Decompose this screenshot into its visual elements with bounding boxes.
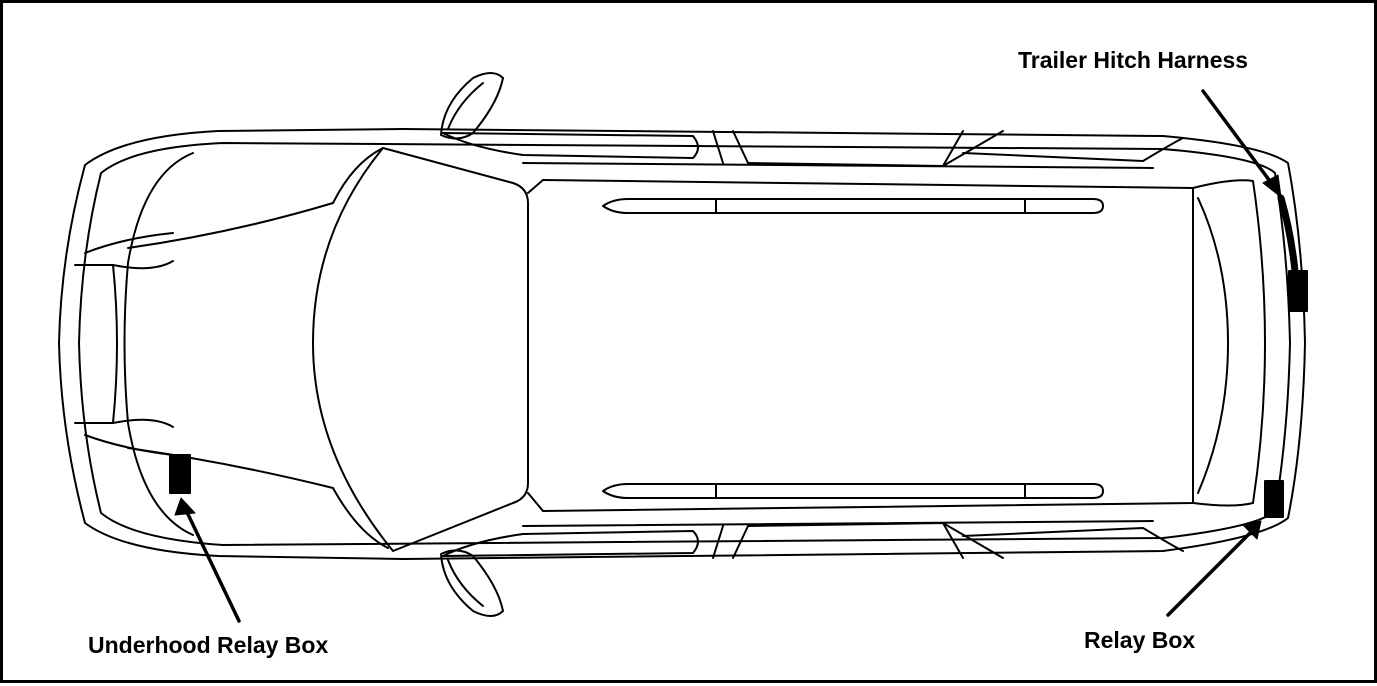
trailer-hitch-harness-connector: [1288, 270, 1308, 312]
side-window-top-mid: [712, 130, 749, 164]
roof-outline: [542, 179, 1194, 512]
mirror-top-inner: [447, 82, 484, 130]
rear-window: [1192, 179, 1266, 507]
roof-inner: [527, 179, 544, 512]
headlight-left: [112, 260, 174, 270]
mirror-top: [440, 72, 504, 140]
side-line-bottom: [522, 520, 1154, 527]
arrow-relay-box: [1166, 520, 1262, 617]
arrow-trailer-hitch-harness: [1201, 89, 1282, 198]
headlight-right: [112, 418, 174, 428]
side-line-top: [522, 162, 1154, 169]
arrow-underhood-relay-box: [174, 497, 241, 623]
relay-box-mark: [1264, 480, 1284, 518]
body-outline: [58, 128, 1306, 560]
body-inner-line: [78, 142, 1291, 546]
rear-glass-inner: [1197, 197, 1229, 494]
hood-crease-bottom: [127, 447, 389, 549]
roof-rail-bottom: [602, 483, 1104, 499]
mirror-bottom: [440, 549, 504, 617]
side-window-bottom-mid: [712, 525, 749, 559]
front-grille-line: [74, 264, 118, 424]
side-window-bottom-front: [442, 530, 699, 557]
label-underhood-relay-box: Underhood Relay Box: [88, 632, 329, 658]
hood-outline: [123, 152, 194, 536]
label-relay-box: Relay Box: [1084, 627, 1196, 653]
windshield: [312, 147, 529, 552]
mirror-bottom-inner: [447, 559, 484, 607]
trailer-hitch-harness-wire: [1277, 194, 1299, 275]
underhood-relay-box-mark: [169, 454, 191, 494]
front-bumper-top: [84, 232, 174, 254]
side-window-top-front: [442, 132, 699, 159]
roof-rail-top: [602, 198, 1104, 214]
label-trailer-hitch-harness: Trailer Hitch Harness: [1018, 47, 1249, 73]
hood-crease-top: [127, 147, 384, 249]
vehicle-top-view: [58, 72, 1308, 623]
